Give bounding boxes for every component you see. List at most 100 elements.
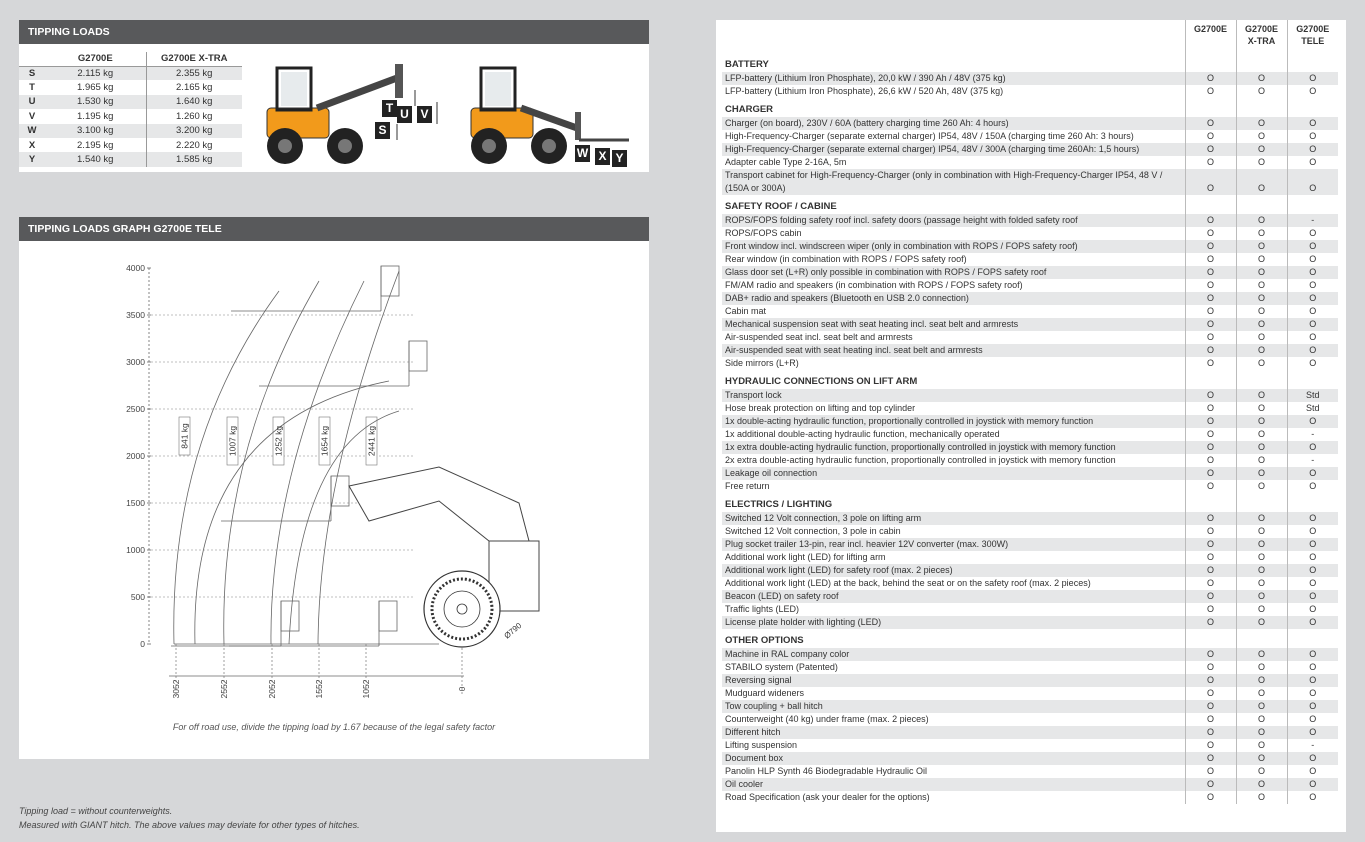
option-row: Air-suspended seat incl. seat belt and a… — [722, 331, 1338, 344]
option-availability: - — [1311, 740, 1315, 750]
option-availability: O — [1185, 525, 1237, 538]
option-row: Additional work light (LED) for safety r… — [722, 564, 1338, 577]
option-row: Mechanical suspension seat with seat hea… — [722, 318, 1338, 331]
option-availability: O — [1236, 117, 1288, 130]
option-row: Panolin HLP Synth 46 Biodegradable Hydra… — [722, 765, 1338, 778]
option-availability: Std — [1305, 403, 1320, 413]
option-availability: O — [1236, 700, 1288, 713]
tl-value: 2.220 kg — [176, 139, 213, 151]
option-description: Additional work light (LED) at the back,… — [722, 577, 1186, 590]
tl-value: 1.540 kg — [45, 152, 147, 167]
boom-arc — [270, 280, 365, 645]
telescopic-arm — [348, 466, 530, 542]
option-availability: O — [1236, 687, 1288, 700]
y-tick-label: 0 — [140, 639, 145, 649]
option-description: Tow coupling + ball hitch — [722, 700, 1186, 713]
option-description: Air-suspended seat incl. seat belt and a… — [722, 331, 1186, 344]
option-availability: O — [1185, 739, 1237, 752]
option-availability: O — [1236, 402, 1288, 415]
fork — [229, 601, 380, 647]
option-availability: O — [1185, 687, 1237, 700]
option-description: Transport lock — [722, 389, 1186, 402]
option-description: Document box — [722, 752, 1186, 765]
load-marker-s: S — [375, 122, 390, 139]
option-row: Rear window (in combination with ROPS / … — [722, 253, 1338, 266]
section-header: BATTERY — [722, 53, 1338, 72]
option-description: Different hitch — [722, 726, 1186, 739]
option-availability: O — [1236, 765, 1288, 778]
tl-value: 2.115 kg — [45, 66, 147, 81]
option-availability: O — [1185, 590, 1237, 603]
option-description: Mudguard wideners — [722, 687, 1186, 700]
option-availability: O — [1236, 227, 1288, 240]
option-availability: O — [1185, 117, 1237, 130]
option-row: FM/AM radio and speakers (in combination… — [722, 279, 1338, 292]
y-tick-label: 3000 — [126, 357, 145, 367]
opt-header-g2700e: G2700E — [1185, 20, 1237, 53]
option-availability: O — [1236, 616, 1288, 629]
option-availability: O — [1185, 700, 1237, 713]
fork — [171, 601, 282, 647]
option-availability: O — [1185, 454, 1237, 467]
option-availability: O — [1185, 538, 1237, 551]
option-description: Front window incl. windscreen wiper (onl… — [722, 240, 1186, 253]
option-description: Leakage oil connection — [722, 467, 1186, 480]
option-availability: O — [1309, 714, 1317, 724]
option-description: Additional work light (LED) for safety r… — [722, 564, 1186, 577]
boom-arc — [288, 410, 400, 645]
option-availability: O — [1309, 358, 1317, 368]
section-header: OTHER OPTIONS — [722, 629, 1338, 648]
option-availability: O — [1185, 415, 1237, 428]
option-availability: O — [1236, 564, 1288, 577]
fork-carrier — [378, 600, 398, 632]
option-availability: O — [1287, 752, 1338, 765]
load-marker-v: V — [417, 106, 432, 123]
section-header: ELECTRICS / LIGHTING — [722, 493, 1338, 512]
option-row: 1x extra double-acting hydraulic functio… — [722, 441, 1338, 454]
option-availability: O — [1185, 674, 1237, 687]
section-spacer — [1236, 629, 1288, 648]
option-availability: O — [1236, 305, 1288, 318]
load-label: 841 kg — [180, 423, 190, 449]
option-availability: O — [1287, 344, 1338, 357]
tl-letter: X — [28, 139, 36, 151]
option-description: Machine in RAL company color — [722, 648, 1186, 661]
option-description: DAB+ radio and speakers (Bluetooth en US… — [722, 292, 1186, 305]
y-tick-label: 2500 — [126, 404, 145, 414]
option-availability: O — [1236, 389, 1288, 402]
tl-col1-header: G2700E — [45, 52, 147, 67]
option-availability: O — [1236, 551, 1288, 564]
option-availability: O — [1185, 357, 1237, 370]
option-availability: O — [1185, 214, 1237, 227]
option-description: 1x extra double-acting hydraulic functio… — [722, 441, 1186, 454]
tl-letter: S — [19, 66, 45, 81]
option-description: Rear window (in combination with ROPS / … — [722, 253, 1186, 266]
option-availability: O — [1185, 603, 1237, 616]
option-availability: O — [1287, 318, 1338, 331]
tipping-loads-header: TIPPING LOADS — [19, 20, 649, 44]
boom-arc — [317, 270, 400, 645]
option-row: ROPS/FOPS folding safety roof incl. safe… — [722, 214, 1338, 227]
fork-carrier — [380, 265, 400, 297]
option-availability: O — [1236, 603, 1288, 616]
option-description: 1x additional double-acting hydraulic fu… — [722, 428, 1186, 441]
fork — [259, 341, 410, 387]
option-availability: O — [1236, 791, 1288, 804]
option-description: Cabin mat — [722, 305, 1186, 318]
section-spacer — [1287, 53, 1338, 72]
tl-letter: Y — [19, 152, 45, 167]
option-availability: O — [1287, 700, 1338, 713]
option-availability: O — [1287, 616, 1338, 629]
option-description: Switched 12 Volt connection, 3 pole in c… — [722, 525, 1186, 538]
option-description: Panolin HLP Synth 46 Biodegradable Hydra… — [722, 765, 1186, 778]
option-row: Air-suspended seat with seat heating inc… — [722, 344, 1338, 357]
option-availability: O — [1185, 72, 1237, 85]
option-availability: O — [1185, 402, 1237, 415]
